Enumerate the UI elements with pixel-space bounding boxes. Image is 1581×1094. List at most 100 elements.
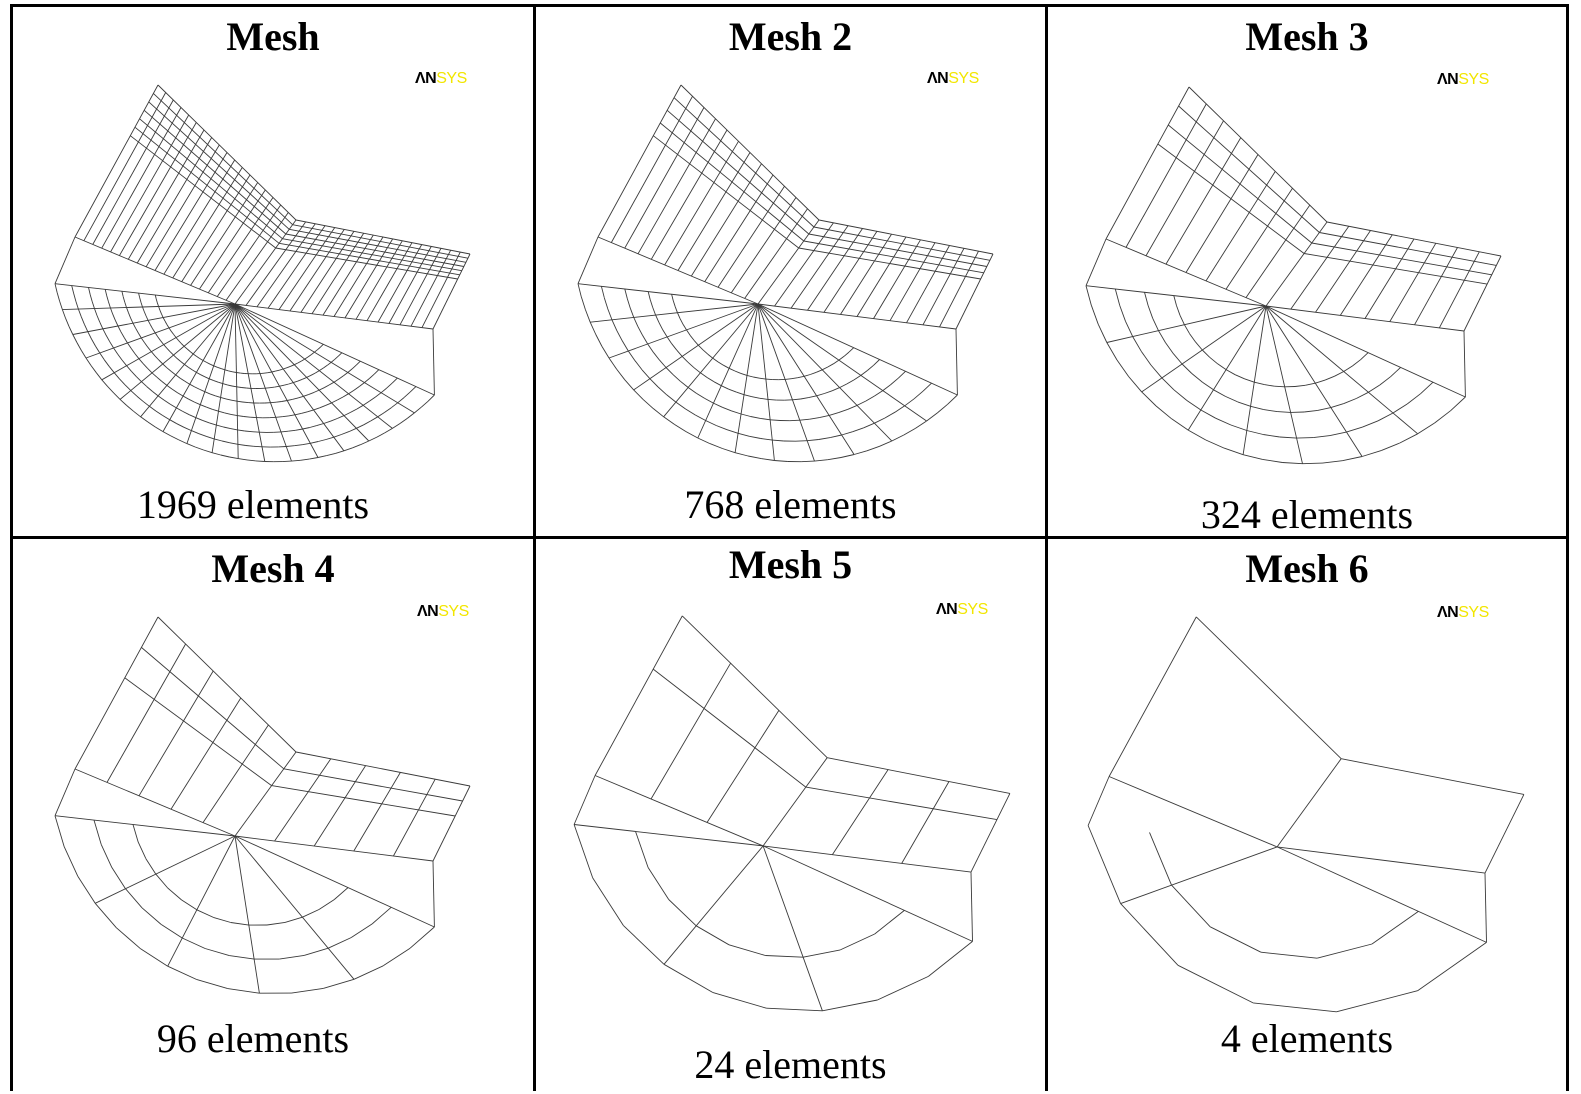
mesh-edge [703, 350, 708, 354]
mesh-edge [114, 393, 120, 399]
mesh-edge [72, 286, 74, 294]
mesh-edge [301, 359, 304, 361]
mesh-edge [100, 353, 105, 360]
mesh-edge [1088, 777, 1109, 826]
mesh-edge [204, 450, 213, 453]
mesh-edge [1159, 331, 1166, 343]
mesh-edge [107, 644, 186, 782]
mesh-edge [307, 410, 313, 412]
mesh-edge [246, 446, 254, 447]
mesh-edge [1196, 617, 1341, 759]
mesh-edge [275, 759, 331, 841]
mesh-edge [1214, 390, 1226, 397]
mesh-edge [875, 910, 905, 934]
mesh-edge [309, 458, 318, 460]
mesh-edge [197, 980, 228, 989]
mesh-edge [339, 376, 344, 379]
mesh-edge [314, 350, 317, 353]
mesh-edge [241, 388, 246, 389]
mesh-edge [1188, 306, 1266, 430]
mesh-edge [867, 446, 880, 451]
mesh-edge [371, 417, 378, 421]
mesh-edge [923, 383, 932, 391]
mesh-edge [231, 414, 237, 415]
mesh-edge [228, 989, 260, 994]
mesh-edge [231, 429, 238, 430]
mesh-edge [356, 425, 363, 429]
mesh-edge [1216, 418, 1231, 425]
mesh-edge [923, 248, 964, 324]
mesh-edge [723, 365, 729, 368]
mesh-edge [1210, 357, 1218, 364]
mesh-edge [891, 378, 899, 384]
mesh-edge [315, 371, 319, 374]
mesh-edge [109, 302, 111, 308]
mesh-edge [309, 392, 314, 394]
mesh-edge [638, 119, 716, 254]
mesh-edge [1245, 379, 1255, 382]
mesh-edge [164, 400, 170, 404]
mesh-edge [1086, 239, 1106, 286]
mesh-wireframe-6 [1048, 539, 1566, 1094]
mesh-edge [287, 399, 293, 400]
mesh-edge [766, 1008, 822, 1011]
mesh-edge [142, 382, 147, 387]
mesh-edge [112, 867, 126, 888]
mesh-edge [237, 416, 243, 417]
mesh-edge [372, 907, 391, 924]
mesh-edge [327, 453, 336, 455]
mesh-edge [108, 387, 114, 394]
mesh-edge [286, 446, 294, 447]
mesh-edge [295, 413, 301, 414]
mesh-edge [209, 423, 216, 425]
mesh-edge [205, 949, 229, 956]
mesh-edge [143, 401, 149, 406]
mesh-edge [377, 433, 385, 437]
mesh-edge [236, 373, 240, 374]
mesh-edge [1117, 360, 1129, 377]
mesh-edge [292, 988, 324, 993]
mesh-edge [774, 461, 787, 462]
mesh-edge [801, 461, 814, 462]
mesh-edge [1142, 306, 1266, 392]
mesh-edge [775, 223, 834, 306]
mesh-edge [103, 329, 106, 336]
mesh-edge [1266, 306, 1465, 397]
mesh-edge [683, 324, 686, 330]
mesh-edge [212, 409, 218, 411]
mesh-edge [126, 889, 143, 908]
mesh-edge [847, 380, 854, 384]
mesh-edge [276, 402, 282, 403]
mesh-edge [102, 304, 235, 380]
mesh-edge [1121, 904, 1178, 966]
mesh-edge [698, 304, 758, 438]
mesh-edge [1344, 399, 1357, 404]
mesh-edge [686, 432, 698, 438]
mesh-edge [134, 411, 141, 417]
mesh-edge [729, 389, 737, 392]
mesh-edge [714, 382, 721, 386]
mesh-edge [104, 360, 109, 367]
element-count: 768 elements [536, 485, 1045, 525]
mesh-edge [758, 304, 957, 395]
mesh-edge [170, 404, 176, 408]
mesh-edge [819, 415, 829, 417]
mesh-edge [1316, 231, 1371, 313]
element-count: 96 elements [13, 1019, 533, 1059]
mesh-edge [880, 441, 892, 446]
mesh-edge [101, 844, 112, 867]
mesh-edge [1464, 331, 1465, 397]
mesh-edge [155, 153, 227, 271]
mesh-edge [822, 367, 828, 370]
mesh-edge [623, 925, 664, 964]
mesh-edge [763, 846, 822, 1011]
mesh-edge [168, 888, 182, 900]
mesh-edge [205, 392, 210, 394]
mesh-edge [155, 333, 158, 337]
mesh-edge [120, 399, 127, 405]
mesh-edge [86, 358, 91, 366]
mesh-edge [153, 329, 156, 333]
mesh-edge [169, 328, 171, 331]
mesh-edge [107, 296, 109, 302]
mesh-edge [634, 318, 638, 327]
